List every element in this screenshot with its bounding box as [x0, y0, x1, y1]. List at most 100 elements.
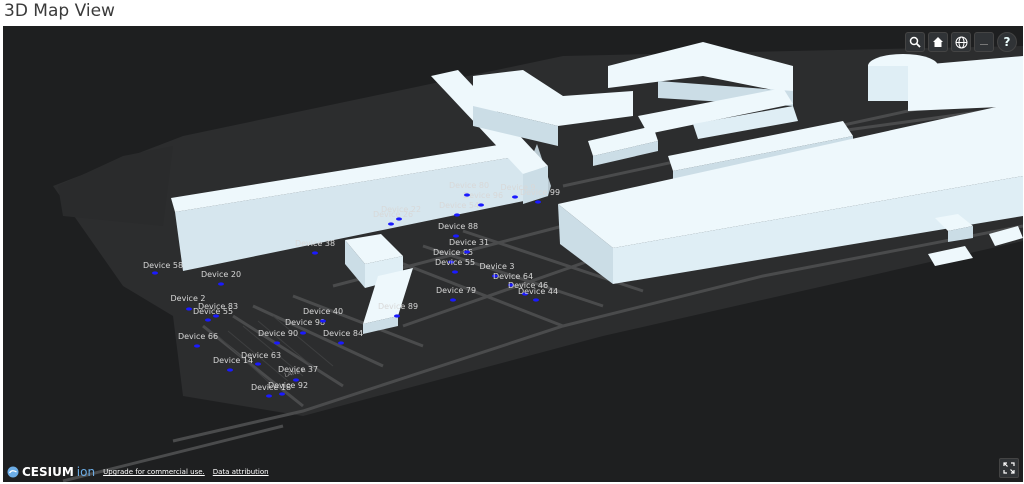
device-marker-dot[interactable]	[448, 260, 454, 264]
device-marker[interactable]: Device 38	[295, 239, 335, 255]
device-marker-dot[interactable]	[464, 250, 470, 254]
device-marker-dot[interactable]	[512, 195, 518, 199]
device-marker[interactable]: Device 37	[278, 365, 318, 382]
device-label: Device 18	[251, 383, 291, 392]
ground-west	[58, 146, 173, 226]
device-marker[interactable]: Device 79	[436, 286, 476, 302]
device-marker[interactable]: Device 55	[193, 307, 233, 322]
device-marker-dot[interactable]	[320, 319, 326, 323]
device-marker-dot[interactable]	[300, 331, 306, 335]
upgrade-link[interactable]: Upgrade for commercial use.	[103, 468, 205, 476]
device-marker[interactable]: Device 2	[171, 294, 206, 311]
device-marker[interactable]: Device 9	[501, 183, 536, 199]
device-label: Device 80	[449, 181, 489, 190]
device-marker-dot[interactable]	[213, 314, 219, 318]
device-label: Device 99	[520, 188, 560, 197]
device-marker-dot[interactable]	[453, 234, 459, 238]
home-button[interactable]	[928, 32, 948, 52]
device-marker-dot[interactable]	[186, 307, 192, 311]
building-east-long	[558, 101, 1023, 284]
device-label: Device 9	[501, 183, 536, 192]
fullscreen-button[interactable]	[999, 458, 1019, 478]
device-marker[interactable]: Device 44	[518, 287, 558, 302]
device-marker[interactable]: Device 40	[303, 307, 343, 323]
cesium-logo[interactable]: CESIUM ion	[7, 465, 95, 479]
device-marker-dot[interactable]	[266, 394, 272, 398]
device-marker[interactable]: Device 88	[438, 222, 478, 238]
device-marker[interactable]: Device 54	[439, 201, 479, 217]
device-label: Device 38	[295, 239, 335, 248]
device-label: Device 89	[378, 302, 418, 311]
device-label: Device 83	[198, 302, 238, 311]
device-marker-dot[interactable]	[227, 368, 233, 372]
base-layer-picker-button[interactable]	[974, 32, 994, 52]
device-marker-dot[interactable]	[218, 282, 224, 286]
device-marker-dot[interactable]	[388, 222, 394, 226]
device-label: Device 37	[278, 365, 318, 374]
device-marker-dot[interactable]	[522, 292, 528, 296]
device-marker[interactable]: Device 26	[373, 210, 413, 226]
device-marker[interactable]: Device 55	[435, 258, 475, 274]
device-marker[interactable]: Device 58	[143, 261, 183, 275]
data-attribution-link[interactable]: Data attribution	[212, 468, 269, 476]
device-marker-dot[interactable]	[255, 362, 261, 366]
device-marker-dot[interactable]	[394, 314, 400, 318]
device-marker[interactable]: Device 3	[480, 262, 515, 278]
device-marker-dot[interactable]	[450, 298, 456, 302]
device-marker-dot[interactable]	[508, 283, 514, 287]
device-marker-dot[interactable]	[533, 298, 539, 302]
page-title: 3D Map View	[4, 1, 115, 21]
device-marker[interactable]: Device 98	[285, 318, 325, 335]
device-label: Device 84	[323, 329, 363, 338]
device-marker-dot[interactable]	[312, 251, 318, 255]
device-label: Device 88	[438, 222, 478, 231]
device-marker-dot[interactable]	[293, 378, 299, 382]
device-marker-dot[interactable]	[478, 203, 484, 207]
device-marker[interactable]: Device 92	[268, 381, 308, 396]
device-marker-dot[interactable]	[205, 318, 211, 322]
device-marker[interactable]: Device 22	[381, 205, 421, 221]
device-marker-dot[interactable]	[194, 344, 200, 348]
device-marker[interactable]: Device 46	[508, 281, 548, 296]
device-marker[interactable]: Device 84	[323, 329, 363, 345]
device-label: Device 46	[508, 281, 548, 290]
device-marker[interactable]: Device 83	[198, 302, 238, 318]
layers-icon	[980, 44, 988, 45]
device-label: Device 26	[373, 210, 413, 219]
device-marker-dot[interactable]	[274, 341, 280, 345]
device-marker[interactable]: Device 66	[178, 332, 218, 348]
device-marker[interactable]: Device 14	[213, 356, 253, 372]
device-marker[interactable]: Device 85	[433, 248, 473, 264]
device-marker[interactable]: Device 18	[251, 383, 291, 398]
device-marker[interactable]: Device 90	[258, 329, 298, 345]
device-label: Device 66	[178, 332, 218, 341]
cesium-logo-icon	[7, 466, 19, 478]
device-label: Device 2	[171, 294, 206, 303]
device-marker[interactable]: Device 89	[378, 302, 418, 318]
device-marker-dot[interactable]	[152, 271, 158, 275]
device-label: Device 98	[285, 318, 325, 327]
device-marker-dot[interactable]	[452, 270, 458, 274]
search-button[interactable]	[905, 32, 925, 52]
device-marker[interactable]: Device 96	[463, 191, 503, 207]
device-marker[interactable]: Device 64	[493, 272, 533, 287]
device-marker[interactable]: Device 80	[449, 181, 489, 197]
device-marker-dot[interactable]	[464, 193, 470, 197]
device-marker[interactable]: Device 31	[449, 238, 489, 254]
scene-mode-button[interactable]	[951, 32, 971, 52]
help-button[interactable]: ?	[997, 32, 1017, 52]
device-marker[interactable]: Device 20	[201, 270, 241, 286]
device-marker-dot[interactable]	[454, 213, 460, 217]
device-marker-dot[interactable]	[492, 274, 498, 278]
help-icon: ?	[1003, 35, 1011, 49]
device-marker-dot[interactable]	[535, 200, 541, 204]
device-marker[interactable]: Device 99	[520, 188, 560, 204]
device-marker-dot[interactable]	[338, 341, 344, 345]
device-marker[interactable]: Device 63	[241, 351, 281, 366]
device-marker-dot[interactable]	[396, 217, 402, 221]
device-label: Device 92	[268, 381, 308, 390]
device-marker-dot[interactable]	[279, 392, 285, 396]
